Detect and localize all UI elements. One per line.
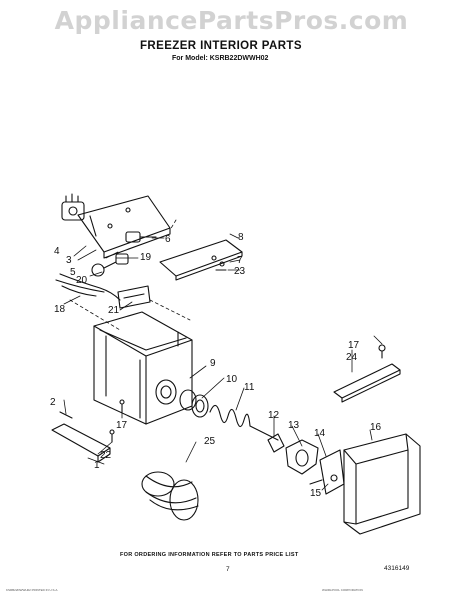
- callout-23: 23: [234, 266, 246, 277]
- callout-21: 21: [108, 305, 120, 316]
- callout-17-bin: 17: [116, 420, 128, 431]
- wire-harness: [55, 273, 121, 301]
- ordering-note: FOR ORDERING INFORMATION REFER TO PARTS …: [120, 552, 299, 558]
- ice-chute: [141, 471, 199, 521]
- callout-20: 20: [76, 275, 88, 286]
- callout-14: 14: [314, 428, 326, 439]
- callout-22: 22: [100, 450, 112, 461]
- callout-25: 25: [204, 436, 216, 447]
- document-number: 4316149: [384, 565, 410, 572]
- light-cover: [159, 239, 243, 281]
- callout-7: 7: [237, 255, 243, 266]
- callout-15: 15: [310, 488, 322, 499]
- bearing: [267, 433, 285, 453]
- callout-16: 16: [370, 422, 382, 433]
- fine-print-right: WHIRLPOOL CORPORATION: [322, 588, 363, 592]
- leader-lines: [63, 233, 383, 491]
- shelf-rail: [333, 344, 401, 403]
- callout-19: 19: [140, 252, 152, 263]
- callout-8: 8: [238, 232, 244, 243]
- callout-17-shelf: 17: [348, 340, 360, 351]
- assembly-lines: [69, 219, 191, 331]
- callout-6: 6: [165, 234, 171, 245]
- coupler: [285, 439, 319, 475]
- model-subtitle: For Model: KSRB22DWWH02: [172, 55, 269, 62]
- callout-2: 2: [50, 397, 56, 408]
- ring-seal: [179, 389, 209, 418]
- connector-block: [117, 285, 151, 309]
- watermark: AppliancePartsPros.com: [54, 6, 409, 35]
- cover-screw: [215, 261, 227, 271]
- callout-24: 24: [346, 352, 358, 363]
- light-socket: [91, 253, 129, 277]
- screw: [119, 399, 125, 413]
- shelf-support: [51, 411, 115, 463]
- timer-motor: [61, 193, 85, 221]
- page-title: FREEZER INTERIOR PARTS: [140, 40, 302, 52]
- callout-18: 18: [54, 304, 66, 315]
- page-number: 7: [226, 566, 230, 573]
- callout-13: 13: [288, 420, 300, 431]
- callout-10: 10: [226, 374, 238, 385]
- callout-3: 3: [66, 255, 72, 266]
- callout-11: 11: [244, 382, 255, 393]
- control-bracket: [77, 195, 171, 259]
- callout-9: 9: [210, 358, 216, 369]
- drive-motor-housing: [343, 433, 421, 535]
- fine-print-left: KSRB22DWWH02 PRINTED IN U.S.A.: [6, 588, 59, 592]
- auger-spring: [209, 404, 279, 441]
- callout-1: 1: [94, 460, 100, 471]
- callout-4: 4: [54, 246, 60, 257]
- switch: [125, 231, 157, 243]
- callout-12: 12: [268, 410, 280, 421]
- ice-bin-housing: [93, 311, 193, 425]
- callout-5: 5: [70, 267, 76, 278]
